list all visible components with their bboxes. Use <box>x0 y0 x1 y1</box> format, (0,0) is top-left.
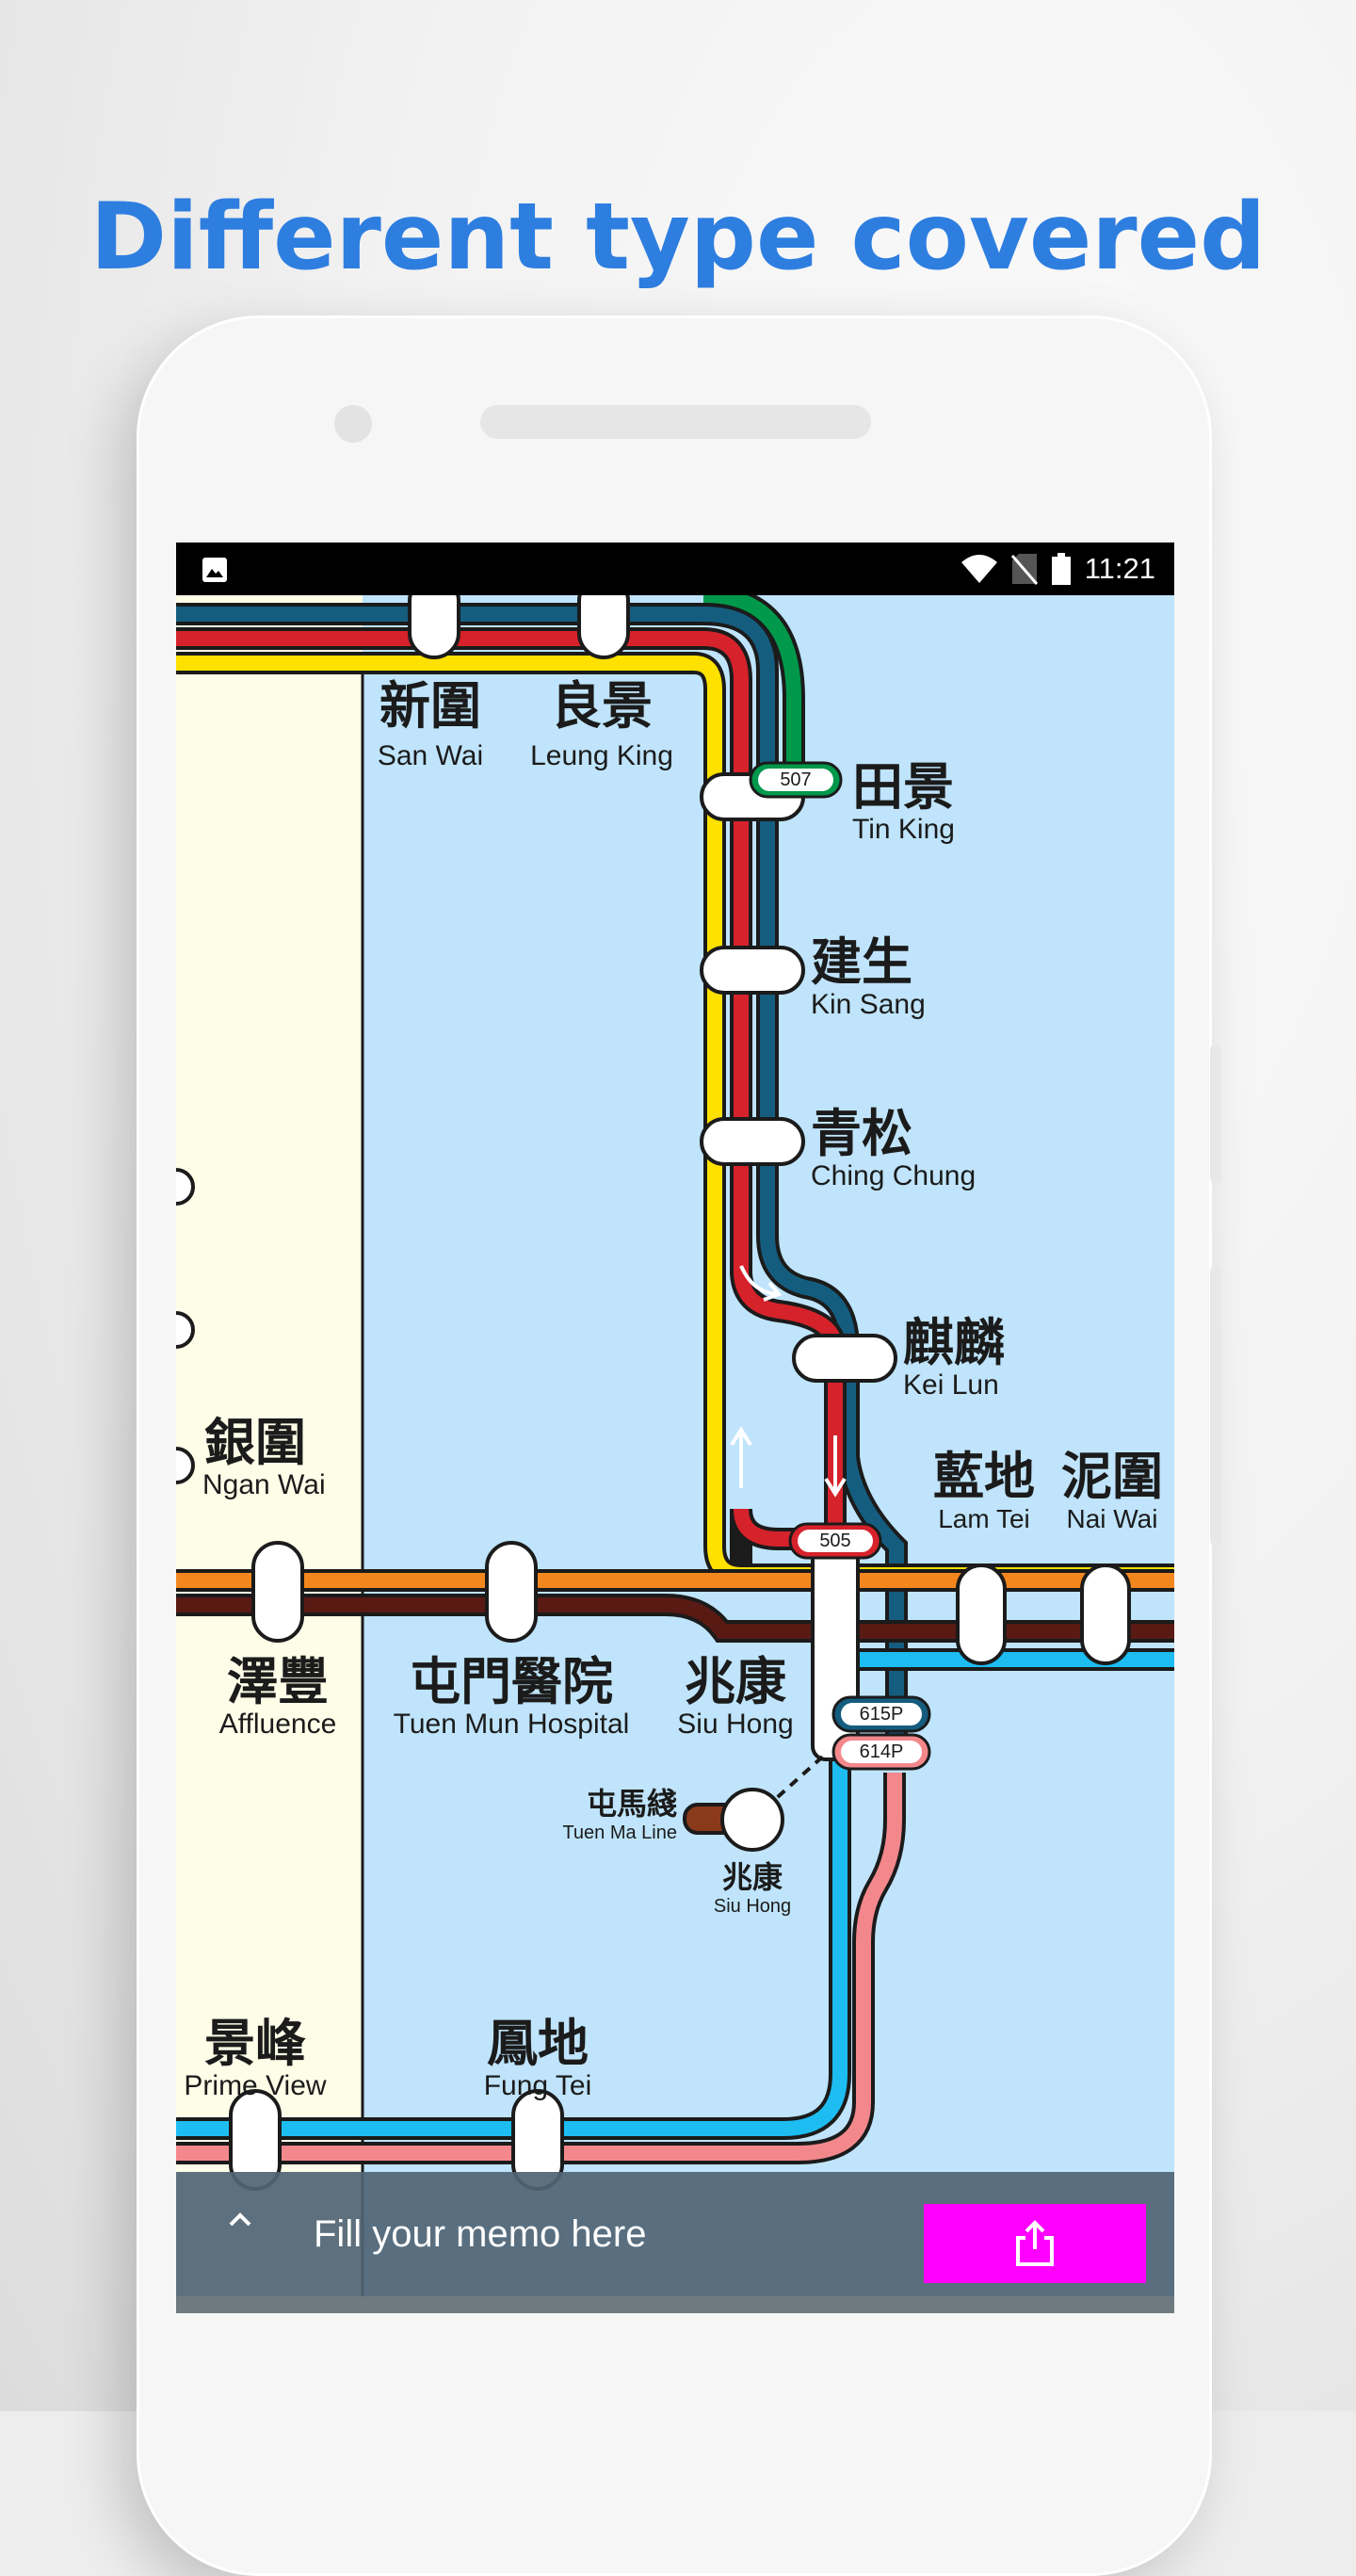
memo-bar-bottom-edge <box>176 2296 1174 2313</box>
down-arrow-icon <box>824 1435 847 1498</box>
memo-input[interactable]: Fill your memo here <box>314 2213 647 2255</box>
station-label-en-affluence: Affluence <box>219 1709 337 1740</box>
power-button <box>1210 1267 1221 1545</box>
station-label-zh-prime-view: 景峰 <box>204 2013 306 2073</box>
station-label-zh-tin-king: 田景 <box>852 756 954 817</box>
station-label-zh-leung-king: 良景 <box>551 675 653 736</box>
station-pill-affluence[interactable] <box>251 1541 304 1643</box>
station-pill-lam-tei[interactable] <box>956 1563 1007 1665</box>
station-pill-tuen-mun-hospital[interactable] <box>485 1541 538 1643</box>
station-label-zh-lam-tei: 藍地 <box>933 1446 1035 1506</box>
station-pill-nai-wai[interactable] <box>1080 1563 1131 1665</box>
svg-text:614P: 614P <box>860 1742 904 1762</box>
station-label-en-kei-lun: Kei Lun <box>903 1369 999 1401</box>
clock: 11:21 <box>1084 552 1155 585</box>
volume-button <box>1210 1045 1221 1182</box>
route-badge-615P[interactable]: 615P <box>831 1695 931 1733</box>
brown-line <box>176 1597 1174 1639</box>
share-icon <box>1016 2220 1054 2266</box>
station-pill-ching-chung[interactable] <box>700 1117 805 1166</box>
headline: Different type covered <box>89 184 1267 291</box>
station-pill-partial[interactable] <box>176 1168 195 1206</box>
pink-line <box>176 1773 902 2161</box>
station-label-zh-siu-hong: 兆康 <box>685 1651 786 1711</box>
station-label-zh-siu-hong-rail: 兆康 <box>722 1859 783 1895</box>
station-pill-san-wai[interactable] <box>408 595 460 659</box>
chevron-up-icon[interactable] <box>221 2200 259 2238</box>
up-arrow-icon <box>730 1426 752 1488</box>
svg-text:507: 507 <box>780 770 811 790</box>
svg-text:615P: 615P <box>860 1704 904 1725</box>
svg-text:505: 505 <box>819 1531 850 1551</box>
station-label-en-lam-tei: Lam Tei <box>938 1504 1030 1533</box>
station-label-en-san-wai: San Wai <box>378 740 483 771</box>
curve-arrow-icon <box>739 1265 783 1302</box>
station-pill-partial[interactable] <box>176 1447 195 1484</box>
station-label-en-siu-hong-rail: Siu Hong <box>714 1896 791 1917</box>
map-land-area <box>176 595 363 2313</box>
station-label-zh-affluence: 澤豐 <box>227 1651 329 1711</box>
green-line <box>702 595 801 784</box>
station-label-zh-kin-sang: 建生 <box>811 932 912 992</box>
station-label-en-kin-sang: Kin Sang <box>811 989 926 1020</box>
status-bar: 11:21 <box>176 543 1174 595</box>
image-icon <box>202 558 227 582</box>
station-label-zh-ngan-wai: 銀圍 <box>204 1412 306 1472</box>
station-label-zh-ching-chung: 青松 <box>811 1103 912 1163</box>
station-label-en-ching-chung: Ching Chung <box>811 1160 976 1191</box>
station-pill-kin-sang[interactable] <box>700 946 805 995</box>
station-label-en-leung-king: Leung King <box>530 740 673 771</box>
route-badge-507[interactable]: 507 <box>749 761 843 799</box>
station-label-zh-fung-tei: 鳳地 <box>487 2013 589 2073</box>
route-badge-505[interactable]: 505 <box>788 1522 882 1560</box>
station-pill-partial[interactable] <box>176 1311 195 1349</box>
station-siu-hong-rail[interactable] <box>720 1788 784 1852</box>
wifi-icon <box>960 555 997 583</box>
battery-icon <box>1051 553 1071 585</box>
share-button[interactable] <box>924 2204 1146 2283</box>
station-pill-kei-lun[interactable] <box>792 1334 897 1383</box>
station-pill-leung-king[interactable] <box>577 595 630 659</box>
earpiece-speaker <box>480 405 871 439</box>
phone-screen: 11:21 <box>176 543 1174 2313</box>
station-label-zh-san-wai: 新圍 <box>379 675 481 736</box>
sky-blue-line <box>176 1735 848 2136</box>
station-label-en-nai-wai: Nai Wai <box>1067 1504 1158 1533</box>
station-label-en-tin-king: Tin King <box>852 814 955 845</box>
tuen-ma-line-label-en: Tuen Ma Line <box>562 1823 677 1843</box>
route-map[interactable]: 507 505 615P 614P 新圍 San Wai 良景 Leung Ki… <box>176 595 1174 2313</box>
no-sim-icon <box>1010 554 1038 585</box>
station-label-zh-tuen-mun-hospital: 屯門醫院 <box>410 1651 613 1711</box>
station-label-en-fung-tei: Fung Tei <box>484 2070 592 2101</box>
station-label-en-siu-hong: Siu Hong <box>677 1709 793 1740</box>
dark-blue-line <box>176 607 904 1740</box>
front-camera <box>334 405 372 443</box>
route-badge-614P[interactable]: 614P <box>831 1733 931 1771</box>
station-label-zh-kei-lun: 麒麟 <box>903 1312 1005 1372</box>
station-label-zh-nai-wai: 泥圍 <box>1061 1446 1163 1506</box>
station-label-en-ngan-wai: Ngan Wai <box>202 1469 326 1500</box>
red-line <box>176 631 843 1547</box>
memo-bar: Fill your memo here <box>176 2172 1174 2313</box>
station-label-en-tuen-mun-hospital: Tuen Mun Hospital <box>394 1709 630 1740</box>
station-label-en-prime-view: Prime View <box>184 2070 326 2101</box>
tuen-ma-line-label-zh: 屯馬綫 <box>587 1786 677 1822</box>
